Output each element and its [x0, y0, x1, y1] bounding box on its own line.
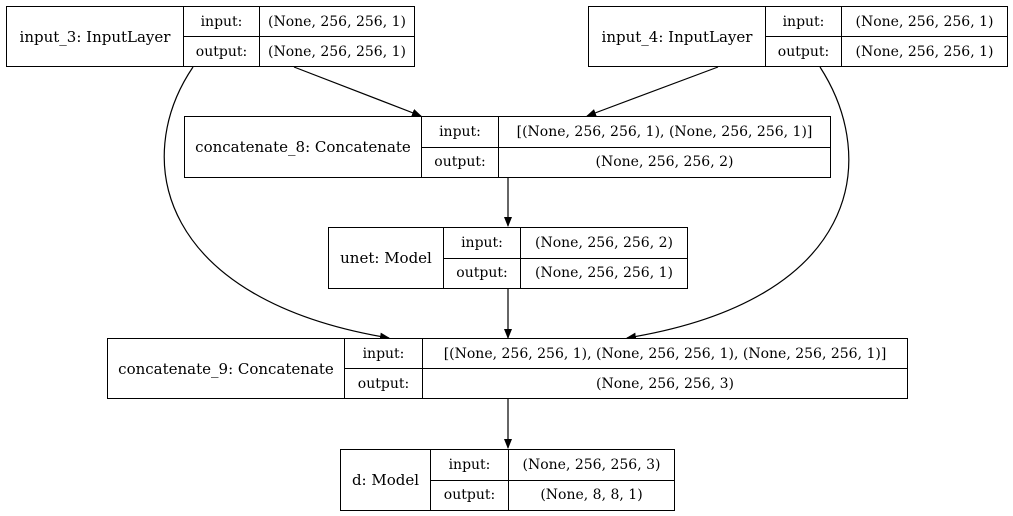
node-concatenate-9: concatenate_9: Concatenate input: [(None… — [107, 338, 908, 399]
node-concatenate-8: concatenate_8: Concatenate input: [(None… — [184, 116, 831, 178]
node-d: d: Model input: (None, 256, 256, 3) outp… — [340, 449, 675, 511]
output-shape: (None, 256, 256, 1) — [535, 265, 673, 282]
output-shape: (None, 256, 256, 3) — [596, 375, 734, 392]
output-label: output: — [345, 369, 423, 398]
output-label: output: — [184, 37, 260, 66]
output-label: output: — [431, 480, 509, 510]
output-label: output: — [422, 147, 499, 177]
edge-input4-to-concatenate9 — [626, 66, 850, 341]
input-label: input: — [422, 117, 499, 147]
node-name: input_4: InputLayer — [589, 7, 766, 66]
input-label: input: — [444, 228, 521, 258]
output-shape: (None, 256, 256, 1) — [855, 43, 994, 60]
input-shape: (None, 256, 256, 3) — [522, 456, 661, 473]
node-name: unet: Model — [329, 228, 444, 288]
input-label: input: — [345, 339, 423, 368]
input-shape: [(None, 256, 256, 1), (None, 256, 256, 1… — [516, 123, 813, 140]
edge-input3-to-concatenate8 — [293, 66, 422, 117]
node-name: concatenate_8: Concatenate — [185, 117, 422, 177]
output-shape: (None, 8, 8, 1) — [540, 487, 643, 504]
node-name: concatenate_9: Concatenate — [108, 339, 345, 398]
edge-input3-to-concatenate9 — [163, 66, 390, 341]
node-name: d: Model — [341, 450, 431, 510]
node-input-3: input_3: InputLayer input: (None, 256, 2… — [6, 6, 415, 67]
input-label: input: — [431, 450, 509, 480]
output-shape: (None, 256, 256, 1) — [268, 43, 406, 60]
output-shape: (None, 256, 256, 2) — [595, 154, 734, 171]
input-label: input: — [184, 7, 260, 36]
output-label: output: — [766, 37, 842, 66]
input-shape: (None, 256, 256, 1) — [855, 13, 994, 30]
node-unet: unet: Model input: (None, 256, 256, 2) o… — [328, 227, 688, 289]
input-label: input: — [766, 7, 842, 36]
input-shape: [(None, 256, 256, 1), (None, 256, 256, 1… — [443, 345, 887, 362]
input-shape: (None, 256, 256, 1) — [268, 13, 406, 30]
node-name: input_3: InputLayer — [7, 7, 184, 66]
input-shape: (None, 256, 256, 2) — [535, 234, 673, 251]
edge-input4-to-concatenate8 — [586, 66, 719, 117]
output-label: output: — [444, 258, 521, 288]
node-input-4: input_4: InputLayer input: (None, 256, 2… — [588, 6, 1008, 67]
